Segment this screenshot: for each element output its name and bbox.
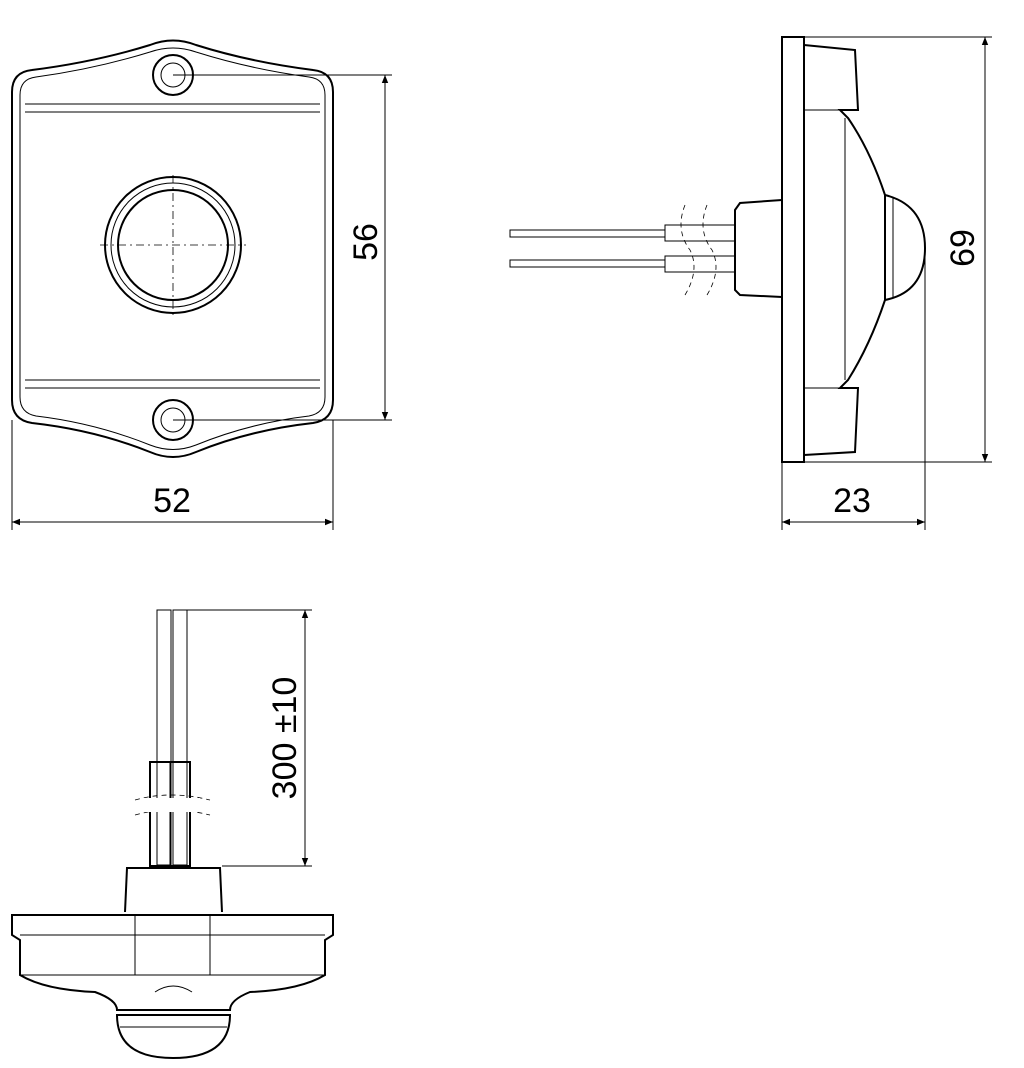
dim-depth: 23: [833, 482, 871, 520]
dim-hole-spacing: 56: [347, 223, 385, 261]
dim-height: 69: [944, 229, 982, 267]
bottom-view: 300 ±10: [11, 609, 334, 1060]
front-view: 56 52: [11, 39, 392, 530]
bottom-dome: [115, 1014, 232, 1060]
side-dome: [884, 193, 927, 302]
dim-width: 52: [153, 482, 191, 520]
dim-cable-length: 300 ±10: [266, 677, 304, 800]
side-view: 69 23: [509, 36, 992, 530]
